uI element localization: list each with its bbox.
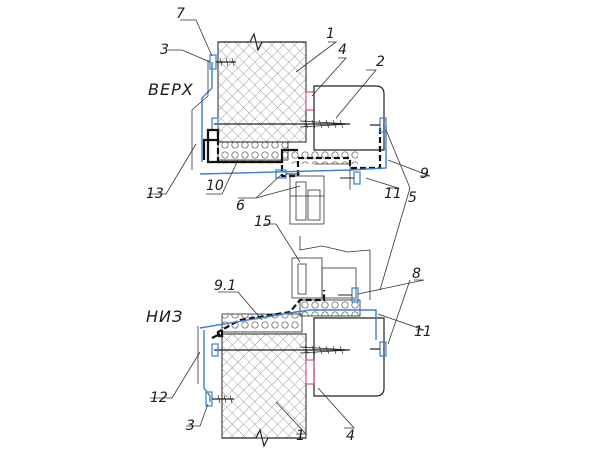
- fastener-top-lower: [340, 171, 361, 185]
- leaders-top: [148, 19, 431, 291]
- callout-3-bottom: 3: [186, 418, 195, 434]
- window-frame-top: [313, 85, 385, 151]
- callout-9: 9: [420, 166, 429, 182]
- profile-bottom: [199, 309, 377, 340]
- insulation-bottom: [221, 313, 303, 333]
- break-line-mid: [299, 236, 371, 253]
- window-profile-bottom: [291, 257, 323, 299]
- callout-15: 15: [254, 214, 272, 230]
- wall-block-bottom: [221, 333, 307, 448]
- bottom-section: НИЗ 9.1 8 11 12 3 1 4: [146, 266, 432, 448]
- fastener-top-right: [370, 117, 387, 133]
- callout-6: 6: [236, 198, 245, 214]
- callout-3-top: 3: [160, 42, 169, 58]
- callout-11-bottom: 11: [414, 324, 432, 340]
- callout-1-bottom: 1: [296, 428, 305, 444]
- top-section: ВЕРХ 7 3 1 4 2 13 10 6 11 9 5 15: [146, 6, 431, 291]
- callout-13: 13: [146, 186, 164, 202]
- flashing-top-left: [202, 128, 298, 164]
- flashing-top-dashed: [216, 126, 382, 178]
- callout-8: 8: [412, 266, 421, 282]
- fastener-top-mid: [275, 169, 300, 179]
- callout-2: 2: [376, 54, 385, 70]
- leaders-bottom: [150, 279, 425, 435]
- sill-flashing: [216, 290, 326, 334]
- callout-9-1: 9.1: [214, 278, 236, 294]
- window-frame-bottom: [313, 317, 385, 397]
- callout-4-top: 4: [338, 42, 347, 58]
- callout-10: 10: [206, 178, 224, 194]
- window-profile-top: [289, 163, 351, 225]
- section-label-bottom: НИЗ: [146, 307, 183, 326]
- callout-5: 5: [408, 190, 417, 206]
- callout-1-top: 1: [326, 26, 335, 42]
- callout-4-bottom: 4: [346, 428, 355, 444]
- insulation-top: [217, 141, 289, 161]
- anchor-screw-bottom: [211, 343, 351, 357]
- sealant-strip-bottom: [305, 359, 315, 385]
- callout-11-top: 11: [384, 186, 402, 202]
- profile-top-left: [201, 62, 213, 162]
- section-label-top: ВЕРХ: [148, 80, 194, 99]
- wall-block-top: [217, 32, 307, 143]
- fastener-bottom-frame: [370, 341, 387, 357]
- fastener-bottom-right: [338, 287, 359, 303]
- callout-12: 12: [150, 390, 168, 406]
- callout-7: 7: [176, 6, 185, 22]
- fastener-bottom-lower: [205, 391, 234, 407]
